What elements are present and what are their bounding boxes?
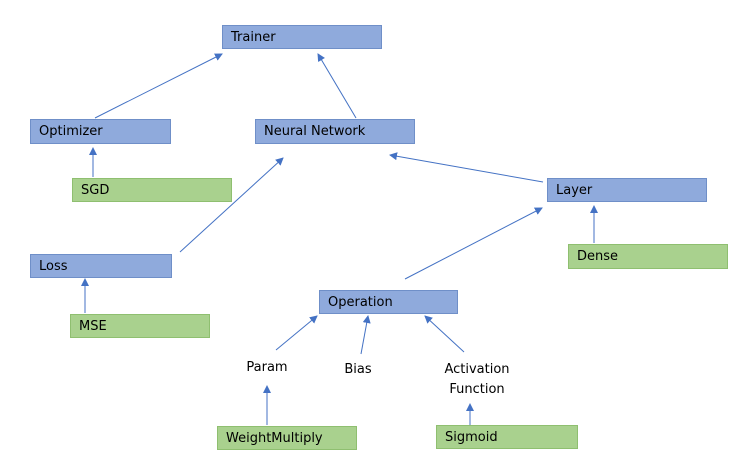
activation-label-line1: Activation: [444, 362, 510, 377]
edge-activation-to-operation: [424, 315, 465, 353]
edge-bias-to-operation: [360, 315, 371, 355]
mse-node: MSE: [70, 314, 210, 338]
layer-node: Layer: [547, 178, 707, 202]
neural-network-node: Neural Network: [255, 119, 415, 144]
activation-label-line2: Function: [449, 382, 505, 397]
edge-operation-to-layer: [404, 207, 543, 280]
edge-optimizer-to-trainer: [94, 53, 223, 119]
weight-multiply-node: WeightMultiply: [217, 426, 357, 450]
edge-layer-to-neural-network: [389, 152, 544, 183]
activation-function-label: Activation Function: [433, 360, 521, 400]
operation-node: Operation: [319, 290, 458, 314]
edge-param-to-operation: [275, 315, 318, 351]
sgd-node: SGD: [72, 178, 232, 202]
edge-loss-to-neural-network: [179, 157, 284, 253]
edge-neural-network-to-trainer: [317, 53, 357, 119]
bias-label: Bias: [344, 362, 372, 377]
param-label: Param: [246, 360, 288, 375]
trainer-node: Trainer: [222, 25, 382, 49]
loss-node: Loss: [30, 254, 172, 278]
dense-node: Dense: [568, 244, 728, 269]
optimizer-node: Optimizer: [30, 119, 171, 144]
sigmoid-node: Sigmoid: [436, 425, 578, 449]
